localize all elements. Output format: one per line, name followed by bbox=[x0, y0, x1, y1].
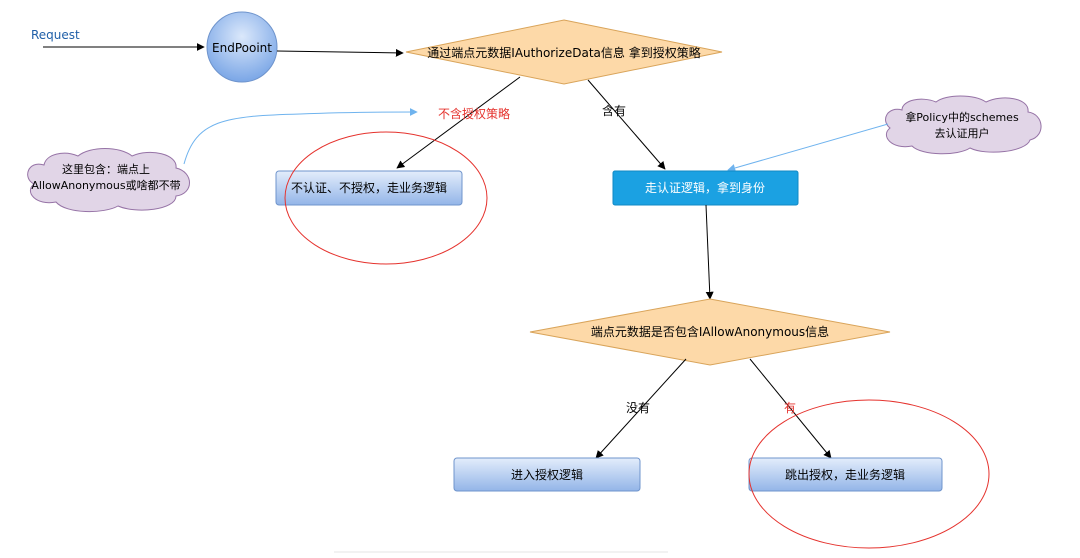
branch-no-label: 没有 bbox=[626, 400, 650, 415]
arrow-no-policy bbox=[396, 76, 521, 169]
endpoint-node: EndPooint bbox=[206, 11, 278, 83]
highlight-circle-skip-authz bbox=[748, 399, 990, 549]
box-auth: 走认证逻辑，拿到身份 bbox=[612, 170, 799, 206]
box-enter-authz-label: 进入授权逻辑 bbox=[511, 467, 583, 482]
box-no-auth: 不认证、不授权，走业务逻辑 bbox=[275, 170, 463, 206]
arrow-has-anonymous bbox=[749, 358, 832, 459]
branch-no-policy-label: 不含授权策略 bbox=[438, 106, 510, 121]
cloud-left-note: 这里包含：端点上 AllowAnonymous或啥都不带 bbox=[27, 148, 190, 213]
cloud-right-link bbox=[727, 123, 889, 172]
cloud-right-note: 拿Policy中的schemes 去认证用户 bbox=[885, 95, 1042, 155]
highlight-circle-no-auth bbox=[284, 131, 488, 265]
arrow-no-anonymous bbox=[595, 358, 687, 459]
endpoint-label: EndPooint bbox=[212, 41, 272, 55]
box-skip-authz-label: 跳出授权，走业务逻辑 bbox=[785, 467, 905, 482]
branch-yes-label: 有 bbox=[784, 401, 796, 415]
endpoint-to-decision-arrow bbox=[276, 48, 404, 57]
box-skip-authz: 跳出授权，走业务逻辑 bbox=[748, 457, 943, 492]
decision-allow-anonymous: 端点元数据是否包含IAllowAnonymous信息 bbox=[529, 298, 891, 366]
arrow-has-policy bbox=[587, 79, 666, 170]
cloud-left-line1: 这里包含：端点上 bbox=[62, 162, 150, 176]
request-label: Request bbox=[31, 28, 80, 42]
cloud-left-link bbox=[183, 108, 418, 165]
cloud-right-line2: 去认证用户 bbox=[935, 126, 990, 140]
cloud-left-line2: AllowAnonymous或啥都不带 bbox=[31, 178, 180, 192]
decision-authorize-data: 通过端点元数据IAuthorizeData信息 拿到授权策略 bbox=[405, 19, 723, 85]
box-auth-label: 走认证逻辑，拿到身份 bbox=[645, 180, 765, 195]
decision2-label: 端点元数据是否包含IAllowAnonymous信息 bbox=[591, 324, 829, 339]
box-enter-authz: 进入授权逻辑 bbox=[453, 457, 641, 492]
cloud-right-line1: 拿Policy中的schemes bbox=[905, 110, 1019, 124]
arrow-auth-to-decision2 bbox=[705, 204, 714, 300]
box-no-auth-label: 不认证、不授权，走业务逻辑 bbox=[291, 180, 447, 195]
decision1-label: 通过端点元数据IAuthorizeData信息 拿到授权策略 bbox=[427, 45, 700, 60]
branch-has-policy-label: 含有 bbox=[602, 103, 626, 118]
